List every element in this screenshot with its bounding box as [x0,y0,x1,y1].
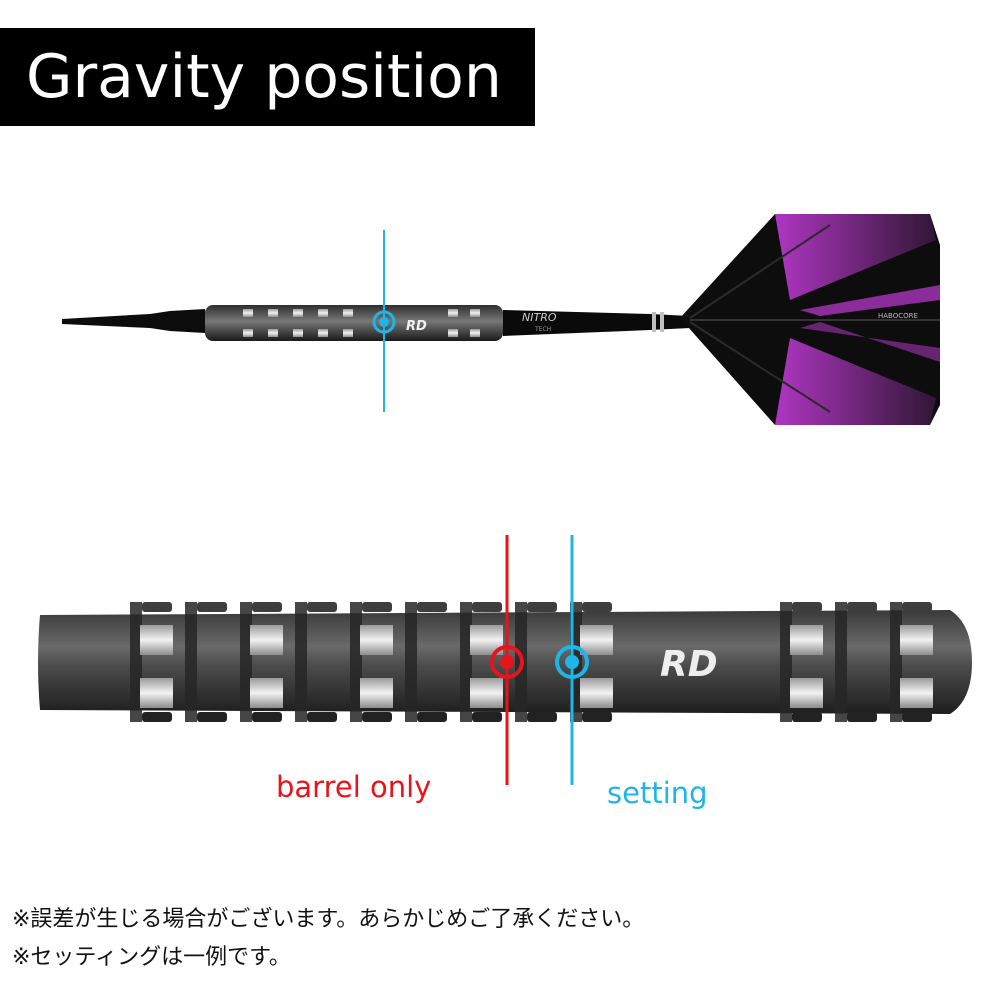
dart-tip [62,309,205,333]
dart-shaft [503,310,690,336]
page-title: Gravity position [26,42,502,112]
small-barrel-rings [243,309,480,337]
barrel-logo: RD [660,644,718,685]
shaft-logo-sub: TECH [534,326,551,333]
flight-text: HABOCORE [878,312,918,320]
small-barrel [205,305,503,341]
setting-marker-small [372,310,396,334]
shaft-logo: NITRO [522,311,557,324]
barrel-only-marker [490,645,524,679]
large-barrel: RD [38,535,972,785]
setting-marker-large [555,645,589,679]
note-tolerance: ※誤差が生じる場合がございます。あらかじめご了承ください。 [12,907,645,932]
title-banner: Gravity position [0,28,535,126]
small-dart: RD NITRO TECH HABOCORE [62,214,940,425]
barrel-only-label: barrel only [276,770,432,804]
note-setting-example: ※セッティングは一例です。 [12,945,291,970]
setting-label: setting [607,776,708,810]
small-barrel-logo: RD [406,319,427,334]
large-barrel-rings [140,625,933,708]
dart-flight: HABOCORE [680,214,940,425]
